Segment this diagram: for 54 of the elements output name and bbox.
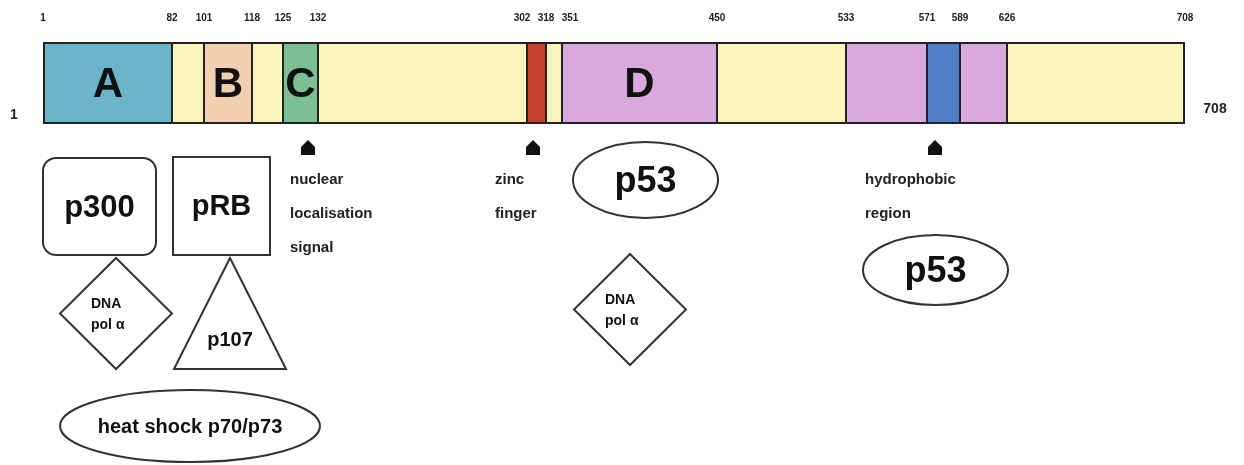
protein-name: p53 — [614, 159, 677, 201]
protein-oval — [862, 234, 1009, 306]
residue-number: 118 — [243, 12, 261, 24]
annotation-text: hydrophobic region — [865, 169, 957, 223]
residue-number: 1 — [10, 106, 18, 122]
residue-number: 82 — [166, 12, 178, 24]
protein-name: p300 — [64, 188, 135, 225]
protein-domain-segment — [318, 42, 527, 124]
domain-letter: D — [624, 58, 655, 108]
protein-domain-segment — [960, 42, 1007, 124]
residue-number: 1 — [40, 12, 46, 24]
residue-number: 318 — [537, 12, 555, 24]
protein-oval — [59, 389, 321, 463]
residue-number: 101 — [195, 12, 213, 24]
protein-domain-segment — [43, 42, 172, 124]
residue-number: 589 — [951, 12, 969, 24]
protein-oval — [572, 141, 719, 219]
protein-domain-segment — [527, 42, 546, 124]
annotation-text: zinc finger — [495, 169, 538, 223]
protein-domain-segment — [717, 42, 846, 124]
protein-domain-segment — [1007, 42, 1185, 124]
protein-name: DNA pol α — [91, 293, 126, 334]
protein-domain-segment — [204, 42, 252, 124]
residue-number: 351 — [561, 12, 579, 24]
protein-name: heat shock p70/p73 — [97, 414, 283, 438]
residue-number: 571 — [918, 12, 936, 24]
protein-diamond — [573, 253, 687, 366]
domain-letter: C — [285, 58, 316, 108]
protein-domain-segment — [562, 42, 717, 124]
protein-diamond — [59, 257, 173, 370]
protein-domain-segment — [172, 42, 204, 124]
annotation-text: nuclear localisation signal — [290, 169, 374, 257]
protein-box — [42, 157, 157, 256]
domain-letter: B — [212, 58, 244, 108]
protein-name: pRB — [191, 189, 252, 223]
residue-number: 626 — [998, 12, 1016, 24]
residue-number: 533 — [837, 12, 855, 24]
residue-number: 450 — [708, 12, 726, 24]
protein-name: DNA pol α — [605, 289, 640, 330]
domain-letter: A — [92, 58, 124, 108]
protein-name: p107 — [207, 328, 253, 351]
protein-domain-segment — [846, 42, 927, 124]
protein-domain-segment — [546, 42, 562, 124]
residue-number: 132 — [309, 12, 327, 24]
protein-domain-segment — [283, 42, 318, 124]
protein-box — [172, 156, 271, 256]
protein-triangle — [173, 257, 287, 370]
residue-number: 708 — [1203, 100, 1227, 116]
protein-name: p53 — [904, 249, 967, 291]
protein-domain-segment — [252, 42, 283, 124]
residue-number: 302 — [513, 12, 531, 24]
residue-number: 125 — [274, 12, 292, 24]
residue-number: 708 — [1176, 12, 1194, 24]
protein-domain-segment — [927, 42, 960, 124]
